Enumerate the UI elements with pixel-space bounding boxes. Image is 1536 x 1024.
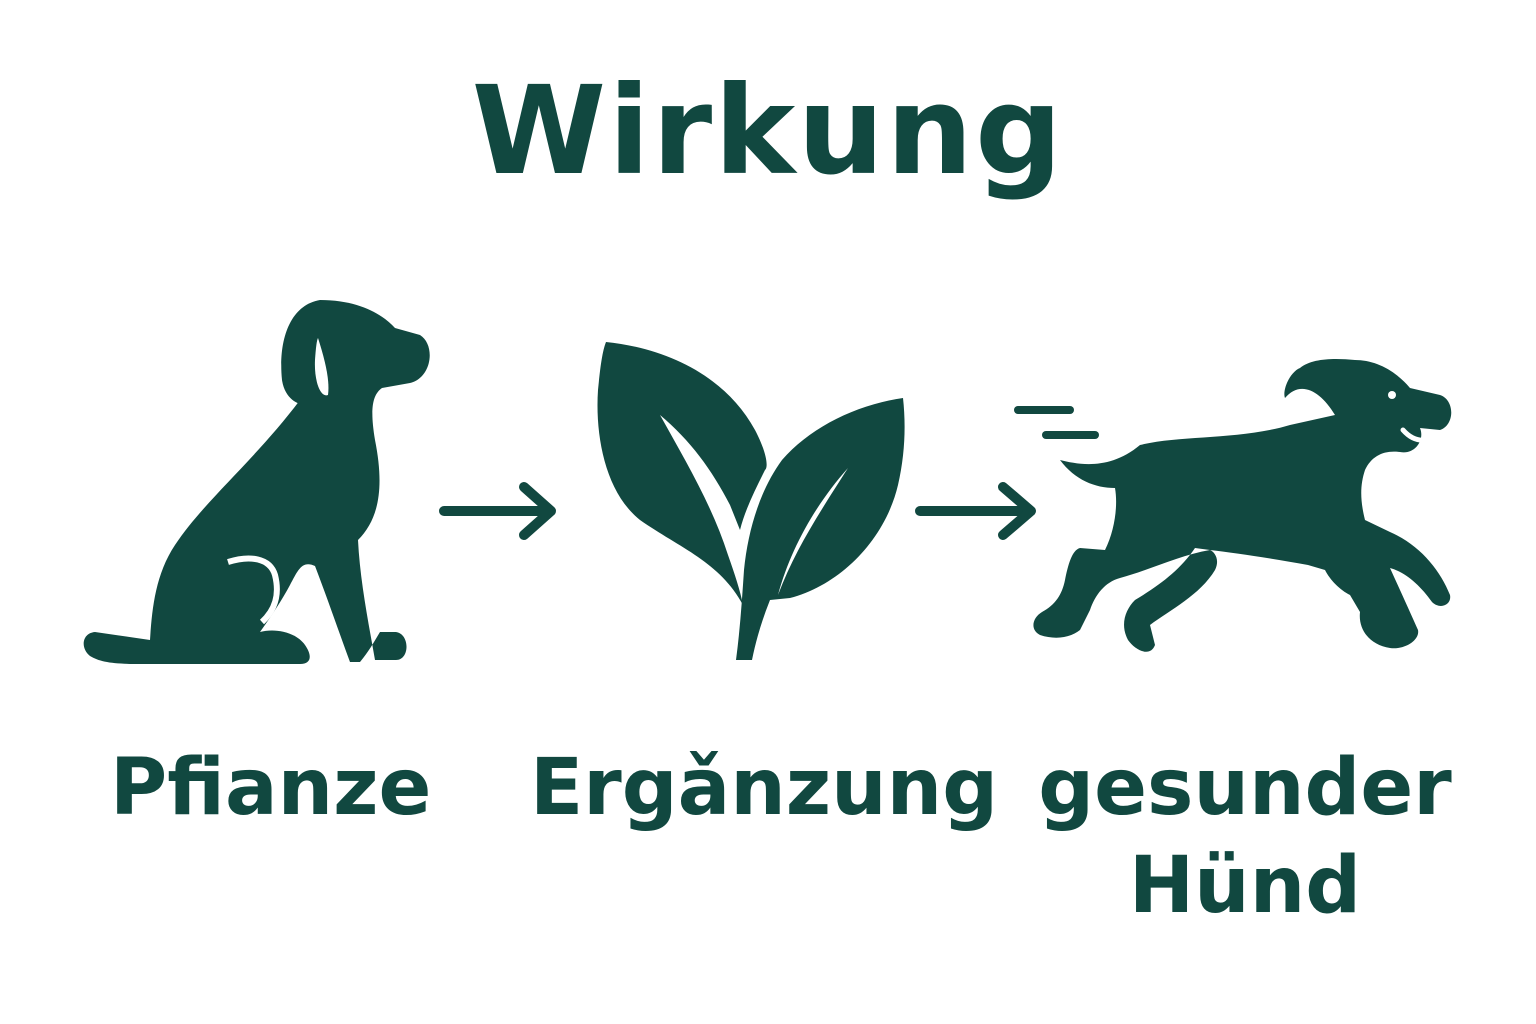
step-label-healthy-dog-line1: gesunder <box>1038 743 1452 833</box>
plant-sprout-icon <box>590 335 915 675</box>
diagram-title: Wirkung <box>471 60 1065 202</box>
step-label-supplement: Ergǎnzung <box>530 743 999 833</box>
running-dog-icon <box>1010 350 1460 670</box>
arrow-right-icon <box>912 480 1042 542</box>
step-label-plant: Pfianze <box>110 743 432 833</box>
step-label-healthy-dog-line2: Hünd <box>1128 840 1362 931</box>
sitting-dog-icon <box>80 295 440 675</box>
step-label-healthy-dog: gesunder Hünd <box>1030 740 1460 935</box>
arrow-right-icon <box>436 480 561 542</box>
